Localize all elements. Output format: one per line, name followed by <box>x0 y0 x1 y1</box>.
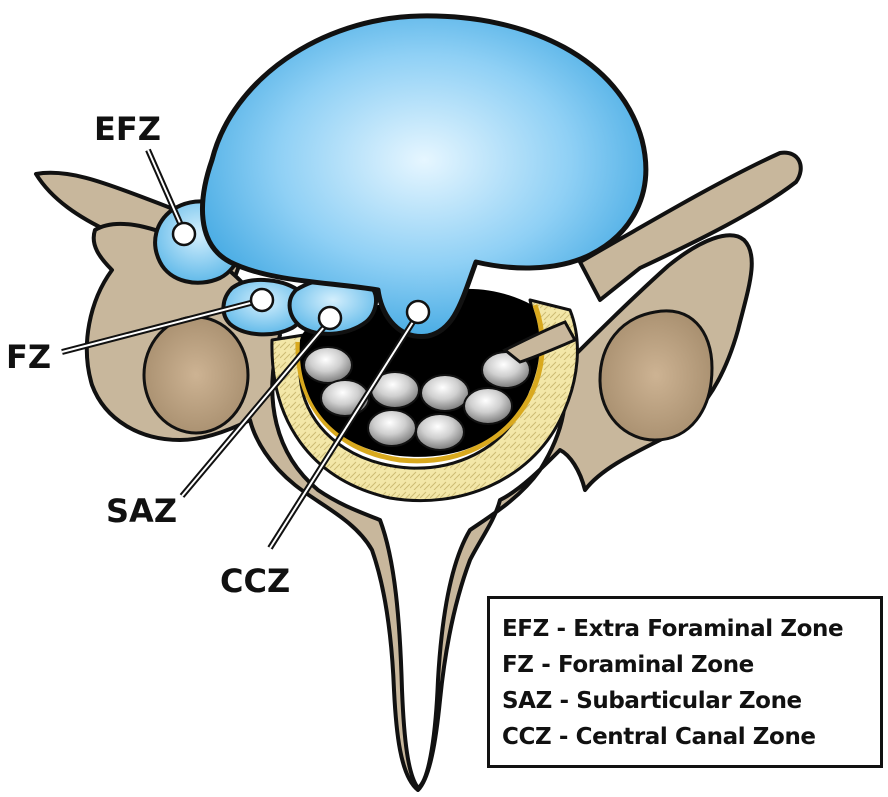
left-facet-joint <box>144 317 248 433</box>
zone-marker-dot <box>173 223 195 245</box>
saz-label: SAZ <box>106 492 177 530</box>
nerve-root-circle <box>368 410 416 446</box>
nerve-root-circle <box>304 347 352 383</box>
ccz-label: CCZ <box>220 562 290 600</box>
zone-marker-dot <box>407 301 429 323</box>
zone-marker-dot <box>251 289 273 311</box>
nerve-root-circle <box>416 414 464 450</box>
legend-box: EFZ - Extra Foraminal Zone FZ - Foramina… <box>487 596 883 768</box>
zone-marker-dot <box>319 307 341 329</box>
legend-item-saz: SAZ - Subarticular Zone <box>502 683 880 719</box>
efz-label: EFZ <box>94 110 161 148</box>
fz-label: FZ <box>6 338 51 376</box>
nerve-root-circle <box>464 388 512 424</box>
legend-item-ccz: CCZ - Central Canal Zone <box>502 719 880 755</box>
legend-item-efz: EFZ - Extra Foraminal Zone <box>502 611 880 647</box>
nerve-root-circle <box>421 375 469 411</box>
legend-item-fz: FZ - Foraminal Zone <box>502 647 880 683</box>
right-facet-joint <box>600 311 712 440</box>
